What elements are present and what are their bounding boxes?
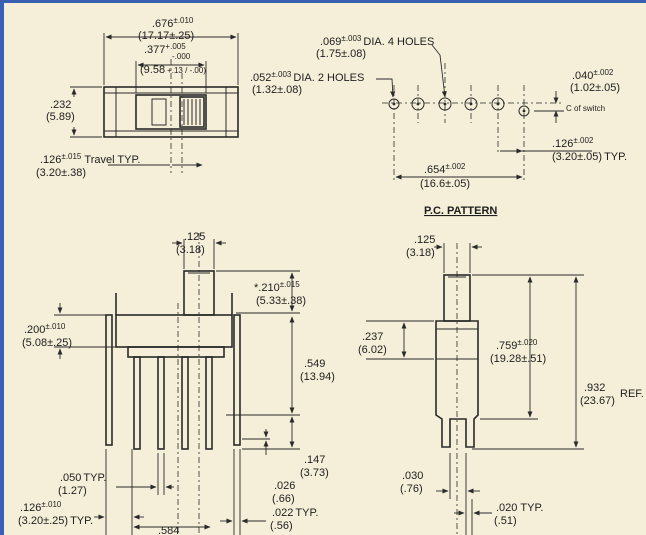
front-body-in: .549	[304, 358, 325, 370]
top-view-labels: .676±.010 (17.17±.25) .377+.005 -.000 (9…	[36, 16, 206, 179]
front-pin-mm: (3.73)	[300, 467, 329, 479]
side-leadt-mm: (.51)	[494, 515, 517, 527]
front-body	[115, 314, 233, 348]
side-total-mm: (23.67)	[580, 395, 615, 407]
pc-holes	[388, 97, 530, 117]
pattern-centerline-label: C of switch	[566, 104, 605, 113]
front-pitch-in: .126±.010	[20, 500, 62, 514]
side-h-mm: (19.28±.51)	[490, 353, 546, 365]
side-leadw-mm: (.76)	[400, 483, 423, 495]
front-thk-mm: (.56)	[270, 520, 293, 532]
top-height-mm: (5.89)	[46, 111, 75, 123]
front-act-h-in: *.210±.015	[254, 280, 300, 294]
top-actuator	[179, 96, 205, 128]
front-gap-in: .026	[274, 480, 295, 492]
pattern-span-mm: (16.6±.05)	[420, 178, 470, 190]
front-base	[127, 346, 225, 358]
front-pins	[105, 314, 241, 450]
pattern-span-in: .654±.002	[424, 162, 466, 176]
side-h-in: .759±.020	[496, 338, 538, 352]
pattern-dia4-mm: (1.75±.08)	[316, 48, 366, 60]
side-view	[366, 243, 584, 535]
front-flange-mm: (5.08±.25)	[22, 337, 72, 349]
front-pin-in: .147	[304, 454, 325, 466]
pattern-dia2-mm: (1.32±.08)	[252, 84, 302, 96]
front-flange-in: .200±.010	[24, 322, 66, 336]
top-slot-mm: (9.58+.13 / -.00)	[140, 64, 206, 76]
side-view-labels: .125 (3.18) .237 (6.02) .759±.020 (19.28…	[358, 234, 644, 527]
pc-pattern	[376, 44, 592, 183]
front-pitch-mm: (3.20±.25)TYP.	[18, 515, 93, 527]
switch-drawing: P.C. PATTERN	[18, 16, 644, 535]
front-gap-mm: (.66)	[272, 493, 295, 505]
side-mid-mm: (6.02)	[358, 344, 387, 356]
front-body-mm: (13.94)	[300, 371, 335, 383]
pattern-offset-in: .040±.002	[572, 68, 614, 82]
side-act-w-mm: (3.18)	[406, 247, 435, 259]
top-travel-mm: (3.20±.38)	[36, 167, 86, 179]
top-slot-in: .377+.005	[144, 42, 186, 56]
pattern-offset-mm: (1.02±.05)	[570, 82, 620, 94]
top-width-in: .676±.010	[152, 16, 194, 30]
top-slot-tol-minus: -.000	[172, 52, 191, 61]
pattern-pitch-mm: (3.20±.05)TYP.	[552, 151, 627, 163]
front-pinw-mm: (1.27)	[58, 485, 87, 497]
side-total-in: .932	[584, 382, 605, 394]
front-act-w-mm: (3.18)	[176, 244, 205, 256]
pc-pattern-title: P.C. PATTERN	[424, 205, 497, 217]
side-act-w-in: .125	[414, 234, 435, 246]
side-mid-in: .237	[362, 331, 383, 343]
top-view	[70, 33, 239, 173]
front-view-labels: .125 (3.18) *.210±.015 (5.33±.38) .200±.…	[18, 231, 335, 535]
side-body	[435, 320, 479, 448]
top-height-in: .232	[50, 99, 71, 111]
front-act-h-mm: (5.33±.38)	[256, 295, 306, 307]
side-total-ref: REF.	[620, 388, 644, 400]
side-leadw-in: .030	[402, 470, 423, 482]
front-view	[54, 233, 300, 535]
front-span-in: .584	[158, 525, 179, 535]
front-act-w-in: .125	[184, 231, 205, 243]
pattern-pitch-in: .126±.002	[552, 136, 594, 150]
top-width-mm: (17.17±.25)	[138, 30, 194, 42]
